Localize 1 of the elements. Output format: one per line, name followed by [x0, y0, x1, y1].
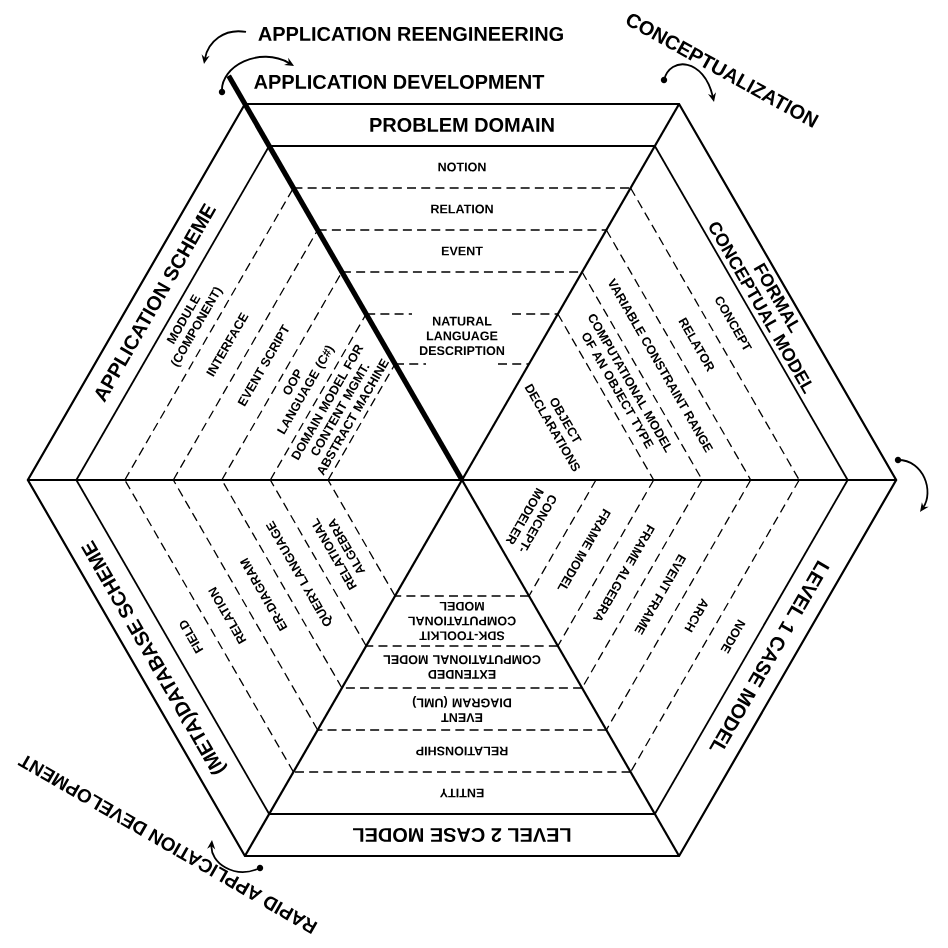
phase-label: APPLICATION REENGINEERING [258, 26, 563, 42]
